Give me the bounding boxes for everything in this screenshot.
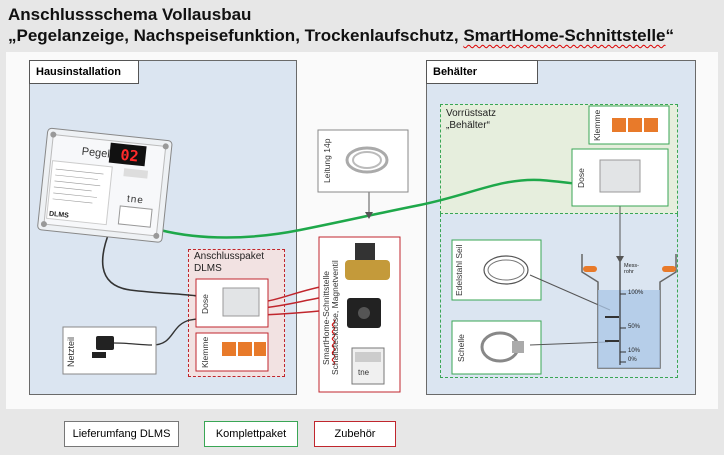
scale-0: 0% — [628, 357, 637, 363]
leitung-label: Leitung 14p — [322, 138, 332, 184]
seil-label: Edelstahl Seil — [454, 244, 464, 296]
scale-title: Mess-rohr — [624, 263, 639, 275]
smarthome-zubehoer-label: SmartHome-Schnittstelle Schaltsteckdose,… — [321, 260, 340, 376]
scale-10: 10% — [628, 348, 641, 354]
netzteil-label: Netzteil — [66, 337, 76, 368]
hausinstallation-title: Hausinstallation — [29, 60, 139, 84]
schelle-label: Schelle — [456, 334, 466, 362]
behaelter-dose-label: Dose — [576, 168, 586, 188]
title-line-2: „Pegelanzeige, Nachspeisefunktion, Trock… — [8, 26, 675, 45]
anschlusspaket-klemme-label: Klemme — [200, 336, 210, 368]
legend-lieferumfang: Lieferumfang DLMS — [64, 421, 179, 447]
legend-komplettpaket: Komplettpaket — [204, 421, 298, 447]
vorruestsatz-label: Vorrüstsatz „Behälter“ — [446, 108, 497, 131]
pegel-device: Pegel 02 tne DLMS — [36, 128, 179, 253]
device-model: DLMS — [48, 210, 70, 220]
module-brand: tne — [358, 368, 370, 377]
legend-zubehoer: Zubehör — [314, 421, 396, 447]
scale-100: 100% — [628, 290, 644, 296]
pegel-display: 02 — [119, 145, 140, 166]
pegel-label: Pegel — [81, 145, 111, 161]
behaelter-klemme-label: Klemme — [592, 109, 602, 141]
title-smarthome-word: SmartHome-Schnittstelle — [463, 26, 666, 45]
komplettpaket-area — [440, 214, 678, 378]
page-title: Anschlussschema Vollausbau „Pegelanzeige… — [8, 4, 718, 46]
behaelter-title: Behälter — [426, 60, 538, 84]
title-line-1: Anschlussschema Vollausbau — [8, 5, 252, 24]
anschlusspaket-label: Anschlusspaket DLMS — [194, 251, 265, 274]
anschlusspaket-dose-label: Dose — [200, 294, 210, 314]
scale-50: 50% — [628, 324, 641, 330]
device-brand-logo: tne — [126, 193, 145, 207]
